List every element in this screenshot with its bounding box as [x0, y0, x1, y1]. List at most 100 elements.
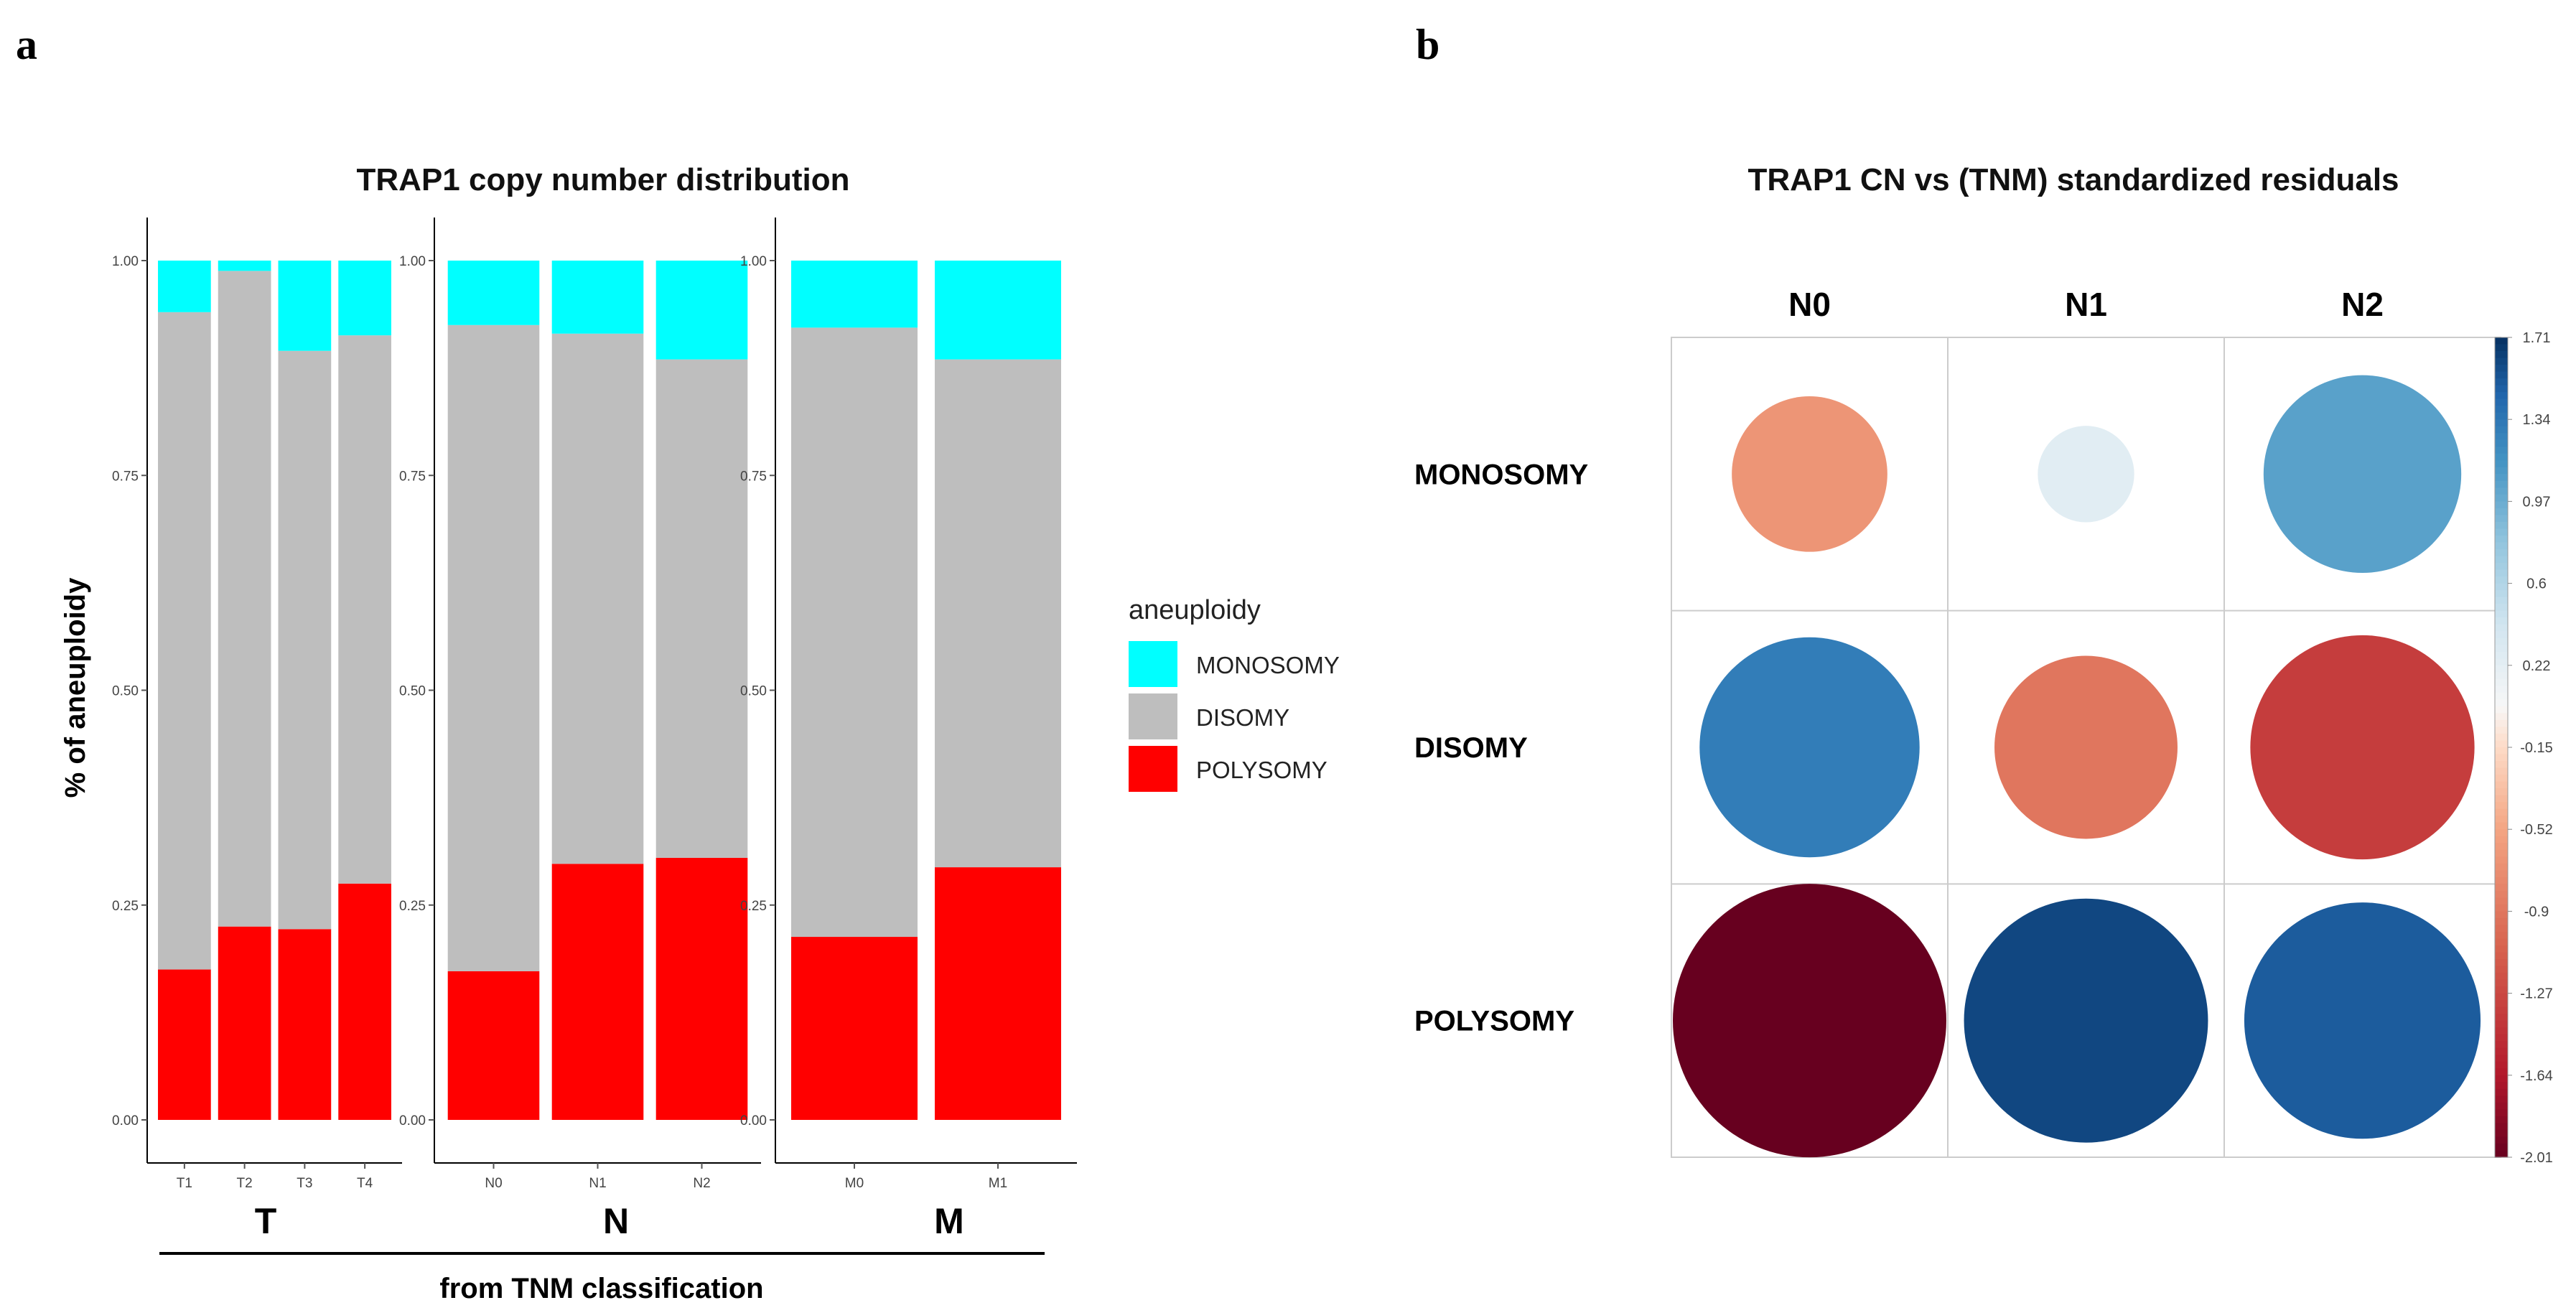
residual-circle-polysomy-N2	[2244, 902, 2481, 1139]
bar-T2-monosomy	[218, 261, 271, 271]
bar-T1-polysomy	[158, 969, 211, 1120]
colorbar-segment	[2495, 890, 2508, 898]
colorbar-segment	[2495, 1006, 2508, 1014]
x-tick-label-T3: T3	[297, 1176, 312, 1191]
colorbar-segment	[2495, 959, 2508, 967]
residuals-title: TRAP1 CN vs (TNM) standardized residuals	[1747, 162, 2399, 197]
colorbar-segment	[2495, 597, 2508, 604]
colorbar-segment	[2495, 460, 2508, 468]
colorbar-tick-label: -0.15	[2520, 740, 2553, 756]
legend: aneuploidy MONOSOMY DISOMY POLYSOMY	[1129, 595, 1340, 792]
colorbar-segment	[2495, 1041, 2508, 1049]
legend-swatch-polysomy	[1129, 746, 1177, 792]
facet-label-T: T	[255, 1201, 277, 1241]
colorbar-segment	[2495, 843, 2508, 851]
colorbar-segment	[2495, 385, 2508, 393]
residual-circle-disomy-N1	[1994, 655, 2178, 839]
bar-N2-disomy	[655, 359, 748, 858]
colorbar-segment	[2495, 884, 2508, 892]
y-axis-title: % of aneuploidy	[60, 577, 91, 798]
colorbar-segment	[2495, 453, 2508, 461]
colorbar-segment	[2495, 692, 2508, 700]
colorbar-segment	[2495, 822, 2508, 830]
y-tick-label: 1.00	[112, 254, 139, 269]
legend-label-monosomy: MONOSOMY	[1196, 652, 1340, 678]
colorbar-segment	[2495, 1075, 2508, 1083]
colorbar-segment	[2495, 337, 2508, 345]
bar-N1-polysomy	[551, 864, 644, 1120]
colorbar-segment	[2495, 515, 2508, 523]
col-label-N1: N1	[2065, 286, 2107, 323]
legend-label-disomy: DISOMY	[1196, 704, 1289, 731]
colorbar-segment	[2495, 733, 2508, 742]
colorbar-segment	[2495, 528, 2508, 536]
bar-N2-monosomy	[655, 261, 748, 360]
colorbar-segment	[2495, 1129, 2508, 1138]
colorbar-segment	[2495, 973, 2508, 981]
colorbar-segment	[2495, 1136, 2508, 1144]
colorbar-segment	[2495, 398, 2508, 406]
colorbar-segment	[2495, 439, 2508, 447]
x-tick-label-N1: N1	[589, 1176, 606, 1191]
colorbar-segment	[2495, 658, 2508, 666]
bar-T1-monosomy	[158, 261, 211, 312]
colorbar-segment	[2495, 1000, 2508, 1008]
colorbar-segment	[2495, 986, 2508, 994]
colorbar-tick-label: 1.34	[2523, 412, 2551, 428]
colorbar-segment	[2495, 1116, 2508, 1124]
bar-T3-monosomy	[278, 261, 332, 351]
colorbar-segment	[2495, 672, 2508, 680]
colorbar-segment	[2495, 624, 2508, 632]
colorbar-segment	[2495, 1068, 2508, 1076]
y-tick-label: 0.50	[740, 684, 767, 699]
colorbar-segment	[2495, 686, 2508, 693]
colorbar-tick-label: -2.01	[2520, 1150, 2553, 1166]
bar-M0-polysomy	[791, 937, 918, 1120]
colorbar-segment	[2495, 911, 2508, 919]
colorbar-segment	[2495, 501, 2508, 509]
legend-swatch-monosomy	[1129, 641, 1177, 687]
residual-circle-monosomy-N2	[2263, 375, 2462, 574]
colorbar-segment	[2495, 569, 2508, 577]
colorbar-segment	[2495, 467, 2508, 475]
colorbar-segment	[2495, 535, 2508, 543]
residual-circle-polysomy-N1	[1964, 898, 2208, 1143]
colorbar-segment	[2495, 938, 2508, 946]
colorbar-segment	[2495, 447, 2508, 454]
y-tick-label: 1.00	[740, 254, 767, 269]
colorbar-segment	[2495, 699, 2508, 707]
y-tick-label: 0.00	[740, 1113, 767, 1129]
colorbar-segment	[2495, 590, 2508, 598]
residual-circle-monosomy-N1	[2038, 426, 2134, 523]
bar-N1-disomy	[551, 333, 644, 864]
bar-chart-title: TRAP1 copy number distribution	[357, 162, 850, 197]
x-axis-title: from TNM classification	[439, 1273, 763, 1304]
bar-M0-disomy	[791, 327, 918, 938]
y-tick-label: 0.75	[399, 469, 426, 484]
colorbar-segment	[2495, 1088, 2508, 1096]
colorbar-segment	[2495, 617, 2508, 625]
colorbar-tick-label: 0.97	[2523, 494, 2551, 510]
colorbar-segment	[2495, 494, 2508, 502]
colorbar-segment	[2495, 351, 2508, 359]
colorbar-segment	[2495, 651, 2508, 659]
colorbar-segment	[2495, 719, 2508, 728]
colorbar-tick-label: 0.6	[2526, 576, 2547, 592]
facet-label-N: N	[603, 1201, 629, 1241]
x-tick-label-M0: M0	[845, 1176, 864, 1191]
colorbar-segment	[2495, 358, 2508, 365]
colorbar-segment	[2495, 406, 2508, 413]
colorbar-segment	[2495, 897, 2508, 905]
colorbar-segment	[2495, 583, 2508, 591]
colorbar-segment	[2495, 1109, 2508, 1117]
bar-N0-disomy	[447, 324, 540, 971]
legend-swatch-disomy	[1129, 693, 1177, 739]
colorbar-tick-label: -1.27	[2520, 986, 2553, 1002]
colorbar-segment	[2495, 877, 2508, 884]
colorbar-segment	[2495, 576, 2508, 584]
y-tick-label: 0.50	[399, 684, 426, 699]
bar-N1-monosomy	[551, 261, 644, 334]
